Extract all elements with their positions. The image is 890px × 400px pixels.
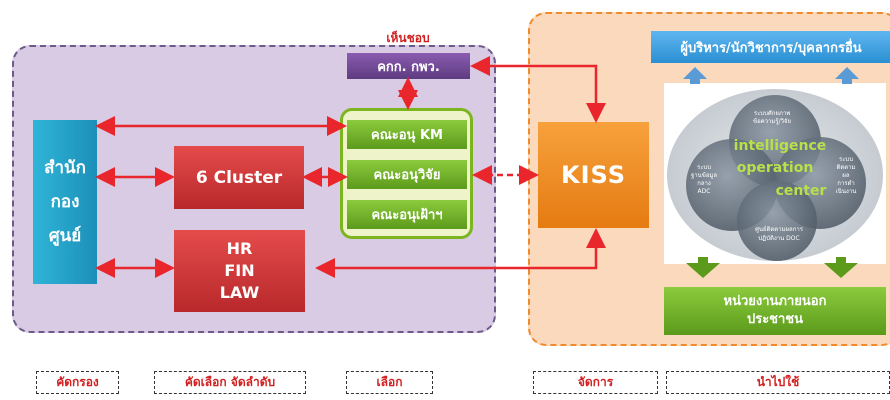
venn-left-2: ฐานข้อมูล xyxy=(691,172,717,179)
kiss-box: KISS xyxy=(538,122,649,228)
venn-right-5: เนินงาน xyxy=(836,188,857,195)
external-box: หน่วยงานภายนอก ประชาชน xyxy=(664,287,886,335)
office-line-1: สำนัก xyxy=(44,158,86,178)
subcommittee-monitor: คณะอนุเฝ้าฯ xyxy=(347,200,467,229)
venn-center-3: center xyxy=(776,183,827,199)
subcommittee-km: คณะอนุ KM xyxy=(347,120,467,149)
external-line-1: หน่วยงานภายนอก xyxy=(723,294,827,309)
law-label: LAW xyxy=(219,283,260,302)
office-line-3: ศูนย์ xyxy=(48,226,82,246)
approval-label: เห็นชอบ xyxy=(386,31,430,45)
venn-bottom-1: ศูนย์ติดตามผลการ xyxy=(755,225,804,233)
arrow-hr-kiss xyxy=(315,228,606,278)
external-line-2: ประชาชน xyxy=(746,312,804,327)
stage-apply: นำไปใช้ xyxy=(666,371,890,394)
executives-box: ผู้บริหาร/นักวิชาการ/บุคลากรอื่น xyxy=(651,31,890,63)
office-line-2: กอง xyxy=(50,192,80,212)
venn-top-1: ระบบศักยภาพ xyxy=(754,110,790,117)
stage-screen: คัดกรอง xyxy=(36,371,119,394)
venn-left-3: กลาง xyxy=(697,180,711,187)
hr-label: HR xyxy=(226,239,253,258)
green-down-arrow-left xyxy=(686,257,720,278)
committee-box: คกก. กพว. xyxy=(347,53,470,79)
stage-select-rank: คัดเลือก จัดลำดับ xyxy=(154,371,306,394)
venn-circle-bottom xyxy=(737,181,817,261)
venn-left-4: ADC xyxy=(698,188,711,195)
office-box: สำนัก กอง ศูนย์ xyxy=(33,120,97,284)
blue-up-arrow-right xyxy=(835,67,859,84)
venn-left-1: ระบบ xyxy=(697,164,711,171)
venn-right-4: การดำ xyxy=(837,180,855,187)
venn-bottom-2: ปฏิบัติงาน DOC xyxy=(758,235,799,242)
venn-right-3: ผล xyxy=(842,172,850,179)
venn-top-2: ข้อความรู้/วิจัย xyxy=(753,118,791,125)
venn-right-2: ติดตาม xyxy=(836,164,855,171)
hr-fin-law-box: HR FIN LAW xyxy=(174,230,305,312)
arrow-committee-kiss xyxy=(470,56,606,123)
blue-up-arrow-left xyxy=(683,67,707,84)
green-down-arrow-right xyxy=(824,257,858,278)
cluster-box: 6 Cluster xyxy=(174,146,304,209)
venn-center-2: operation xyxy=(737,160,814,176)
venn-right-1: ระบบ xyxy=(839,156,853,163)
subcommittee-research: คณะอนุวิจัย xyxy=(347,160,467,189)
stage-manage: จัดการ xyxy=(533,371,658,394)
ioc-venn-diagram: ระบบศักยภาพ ข้อความรู้/วิจัย ระบบ ฐานข้อ… xyxy=(664,83,886,264)
venn-center-1: intelligence xyxy=(734,138,827,154)
stage-choose: เลือก xyxy=(346,371,433,394)
fin-label: FIN xyxy=(224,261,255,280)
